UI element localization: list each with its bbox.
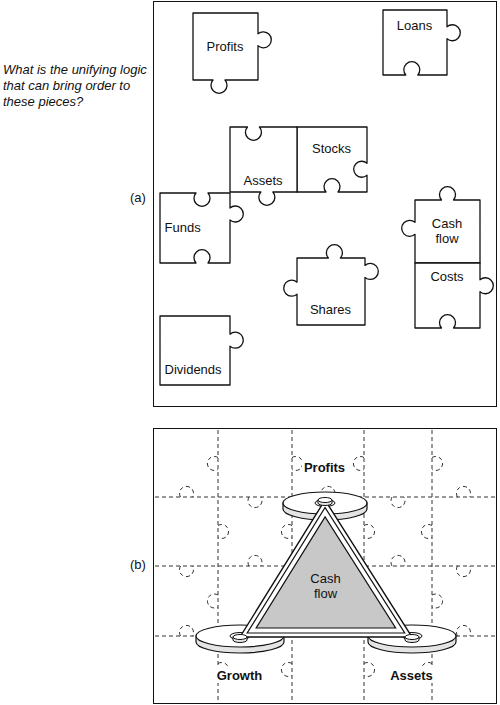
- grid-knob: [248, 555, 262, 566]
- piece-label: Cash flow: [421, 216, 473, 246]
- grid-knob: [180, 625, 194, 636]
- piece-label: Shares: [310, 302, 351, 317]
- piece-shape: [230, 127, 297, 205]
- grid-knob: [457, 486, 471, 497]
- grid-knob: [364, 525, 375, 539]
- piece-shape: [160, 316, 243, 385]
- piece-label: Assets: [243, 173, 282, 188]
- puzzle-piece: Funds: [144, 177, 246, 279]
- vertex-hub: [233, 634, 247, 639]
- puzzle-piece: Shares: [281, 242, 381, 341]
- panel-frame: (b)ProfitsCash flowGrowthAssets: [153, 428, 497, 704]
- triangle-band: [247, 507, 405, 632]
- center-label: Cash flow: [301, 571, 351, 601]
- piece-shape: [160, 193, 243, 263]
- grid-knob: [207, 457, 218, 471]
- grid-knob: [457, 625, 471, 636]
- piece-label: Costs: [430, 269, 463, 284]
- piece-shape: [193, 13, 271, 93]
- hub-label: Growth: [215, 668, 265, 683]
- disk-top: [368, 625, 456, 647]
- piece-label: Stocks: [312, 141, 351, 156]
- piece-label: Profits: [207, 39, 244, 54]
- piece-shape: [283, 244, 378, 324]
- question-note: What is the unifying logic that can brin…: [3, 62, 148, 110]
- puzzle-piece: Costs: [399, 247, 496, 344]
- disk-hub: [230, 632, 250, 639]
- grid-knob: [391, 555, 405, 566]
- grid-knob: [248, 497, 262, 508]
- grid-knob: [207, 594, 218, 608]
- grid-knob: [281, 663, 292, 677]
- panel-letter: (a): [130, 190, 146, 205]
- cash-flow-triangle: Cash flow: [228, 488, 424, 648]
- piece-label: Dividends: [165, 362, 222, 377]
- piece-outline: [399, 247, 496, 344]
- hub-label: Profits: [302, 460, 347, 475]
- disk-hub: [402, 632, 422, 639]
- triangle-core: [256, 516, 395, 627]
- puzzle-piece: Loans: [367, 0, 463, 91]
- piece-shape: [297, 127, 367, 192]
- triangle-outer: [240, 500, 412, 637]
- grid-knob: [364, 663, 375, 677]
- grid-knob: [432, 457, 443, 471]
- grid-knob: [218, 525, 229, 539]
- piece-shape: [383, 10, 460, 75]
- grid-knob: [432, 594, 443, 608]
- question-box: What is the unifying logic that can brin…: [3, 62, 148, 110]
- grid-knob: [180, 566, 194, 577]
- piece-shape: [415, 263, 493, 328]
- grid-knob: [421, 525, 432, 539]
- grid-knob: [391, 497, 405, 508]
- piece-outline: [144, 300, 246, 401]
- hub-label: Assets: [388, 668, 435, 683]
- piece-shape: [401, 186, 479, 262]
- puzzle-piece: Dividends: [144, 300, 246, 401]
- disk-top: [196, 625, 284, 647]
- panel-letter: (b): [130, 557, 146, 572]
- panel-frame: (a)ProfitsLoansStocksAssetsCash flowFund…: [153, 1, 497, 407]
- grid-knob: [353, 457, 364, 471]
- piece-label: Funds: [165, 220, 201, 235]
- puzzle-piece: Profits: [177, 0, 274, 96]
- tri-outline: [228, 488, 424, 648]
- piece-outline: [281, 242, 381, 341]
- vertex-hub: [405, 634, 419, 639]
- grid-knob: [281, 525, 292, 539]
- piece-outline: [367, 0, 463, 91]
- piece-label: Loans: [397, 18, 432, 33]
- grid-knob: [180, 486, 194, 497]
- grid-knob: [457, 566, 471, 577]
- vertex-hub: [318, 497, 332, 502]
